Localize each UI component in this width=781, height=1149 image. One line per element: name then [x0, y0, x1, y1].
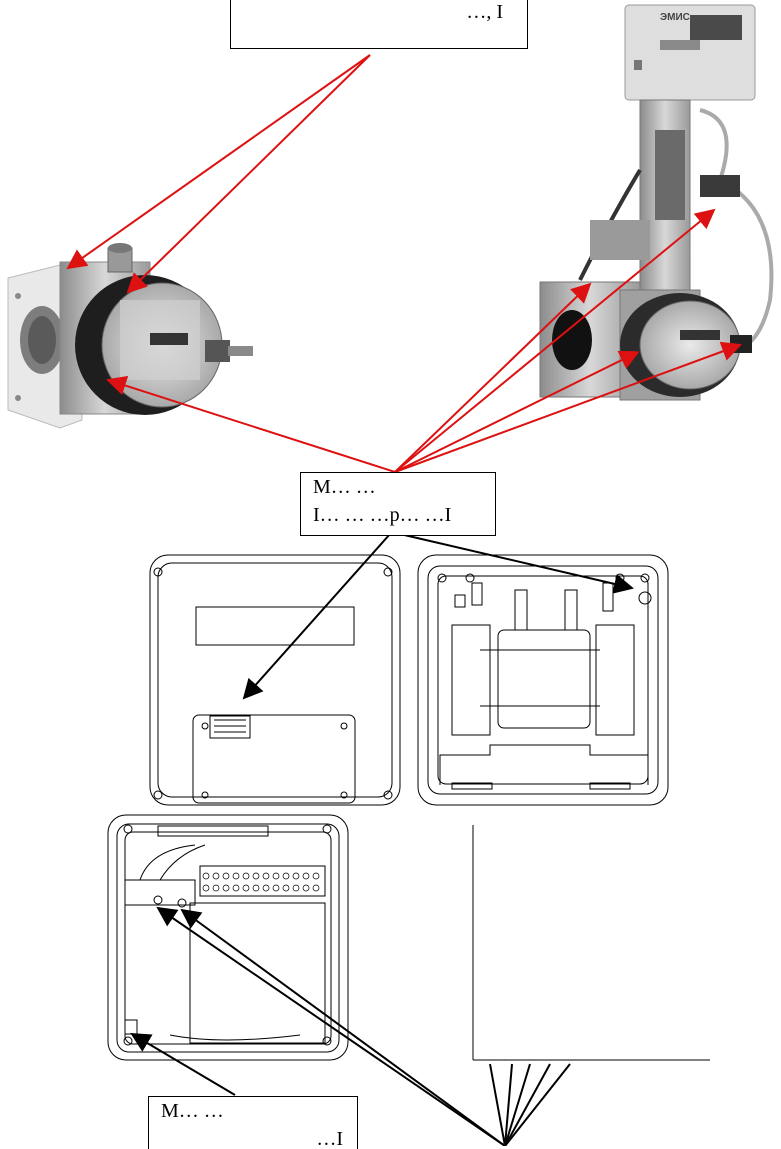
black-arrows: [130, 533, 634, 1146]
terminal-box-drawing: [107, 814, 349, 1061]
callout-middle-line2: I… … …р… …I: [313, 504, 452, 526]
callout-bottom-left-line2: …I: [316, 1128, 343, 1149]
callout-middle-line1: М… …: [313, 476, 376, 498]
terminal-block: [202, 872, 320, 892]
callout-top: …, I: [230, 0, 528, 49]
red-arrows: [66, 54, 742, 473]
callout-top-line1: …, I: [466, 1, 503, 23]
callout-bottom-left: М… … …I: [148, 1096, 358, 1149]
callout-middle: М… … I… … …р… …I: [300, 472, 496, 536]
device-brand-label: ЭМИС: [660, 12, 690, 23]
cover-drawing-front: [149, 554, 401, 806]
callout-bottom-left-line1: М… …: [161, 1100, 224, 1122]
blank-panel: [472, 825, 710, 1061]
right-meter-photo: ЭМИС: [539, 4, 774, 401]
cover-drawing-back: [417, 554, 669, 806]
left-meter-photo: [7, 243, 253, 429]
